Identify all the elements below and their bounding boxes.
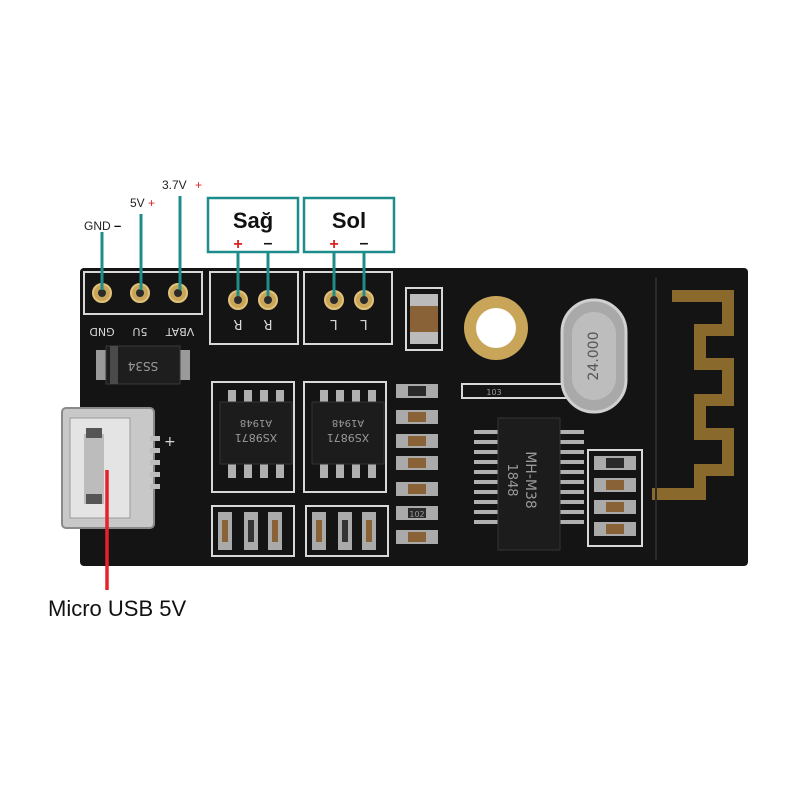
svg-text:A1948: A1948 [240,417,272,428]
label-micro-usb: Micro USB 5V [48,596,186,621]
silk-gnd: GND [89,325,114,338]
amp-chip-left: XS9871 A1948 [311,390,385,478]
crystal-oscillator: 24.000 [560,298,628,414]
sag-minus: – [264,235,273,252]
callout-box-sol [302,196,396,254]
passive-components [218,294,636,550]
label-gnd-minus: – [114,218,121,233]
silk-5u: 5U [132,325,147,338]
diode-ss34: SS34 [96,345,190,385]
mounting-hole [464,296,528,360]
label-3v7-plus: + [195,178,202,192]
sol-minus: – [360,235,369,252]
resistor-102: 102 [409,510,424,519]
silk-l1: L [330,316,338,331]
svg-text:MH-M38: MH-M38 [522,451,538,509]
svg-text:24.000: 24.000 [586,332,602,381]
usb-plus-silk: + [164,434,176,450]
silk-vbat: VBAT [165,325,194,338]
callout-lines [100,196,366,296]
svg-text:XS9871: XS9871 [235,431,278,444]
sag-plus: + [233,236,242,253]
amp-chip-right: XS9871 A1948 [219,390,293,478]
label-sag: Sağ [233,208,273,233]
resistor-103: 103 [486,388,501,397]
label-gnd: GND [84,219,111,233]
silk-r1: R [233,316,242,331]
sol-plus: + [329,236,338,253]
bt-module-chip: MH-M38 1848 [474,417,584,551]
label-3v7: 3.7V [162,178,187,192]
callout-box-sag [206,196,300,254]
svg-text:A1948: A1948 [332,417,364,428]
silk-r2: R [263,316,272,331]
svg-text:1848: 1848 [504,463,519,496]
label-5v-plus: + [148,196,155,210]
label-sol: Sol [332,208,366,233]
header-pads [92,283,374,310]
silk-l2: L [360,316,368,331]
label-5v: 5V [130,196,145,210]
svg-text:XS9871: XS9871 [327,431,370,444]
antenna-trace [652,290,734,500]
micro-usb-connector [61,407,160,529]
svg-text:SS34: SS34 [128,359,159,373]
